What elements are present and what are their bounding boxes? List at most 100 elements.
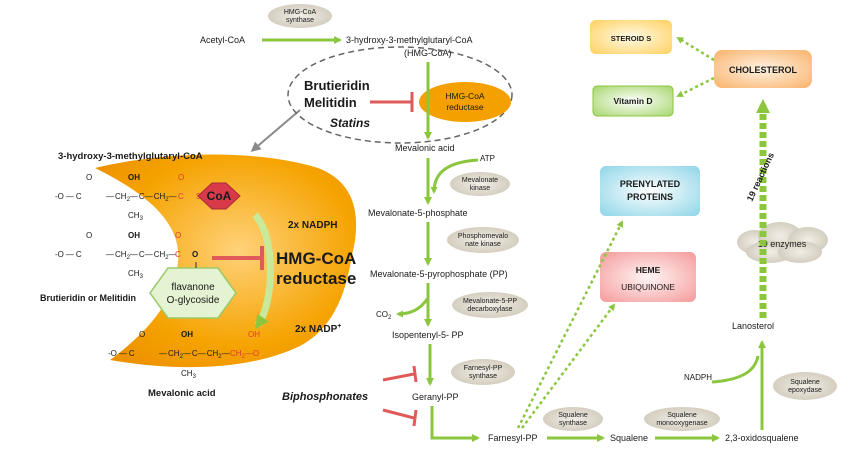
svg-text:O: O (175, 231, 181, 240)
product-cholesterol-label: CHOLESTEROL (729, 65, 798, 75)
flavanone-label-2: O-glycoside (167, 295, 220, 306)
enzyme-mevalonate-kinase (450, 172, 510, 196)
arrow-co2-curve (396, 297, 430, 318)
enzyme-sq-mono-text-1: Squalene (667, 412, 697, 419)
arrow-atp-curve (430, 158, 479, 194)
enzyme-squalene-monooxygenase (644, 407, 720, 431)
svg-text:-O—C: -O—C (108, 349, 135, 358)
two-nadp-label: 2x NADP+ (295, 323, 341, 335)
arrow-fpp-to-prenylated (516, 220, 624, 429)
svg-text:OH: OH (248, 330, 260, 339)
enzyme-hmg-reductase-text-1: HMG-CoA (445, 91, 485, 101)
inhibitor-biphosphonates: Biphosphonates (282, 391, 368, 403)
zoom-pointer-arrow (250, 109, 301, 152)
node-oxidosqualene: 2,3-oxidosqualene (725, 433, 799, 443)
svg-text:CH3: CH3 (128, 269, 144, 280)
svg-text:O: O (192, 250, 198, 259)
bp-inhibit-line-1 (382, 372, 415, 382)
enzyme-decarboxylase (452, 292, 528, 318)
enzyme-squalene-epoxydase (773, 372, 837, 400)
node-mevalonate-5p: Mevalonate-5-phosphate (368, 208, 468, 218)
two-nadph-label: 2x NADPH (288, 220, 337, 231)
svg-text:OH: OH (181, 330, 193, 339)
enzyme-phosphomev-text-1: Phosphomevalo (458, 233, 508, 240)
hmg-coa-big: HMG-CoA (276, 249, 356, 268)
zoom-panel: 3-hydroxy-3-methylglutaryl-CoA -O—C O —C… (40, 151, 356, 399)
svg-text:O: O (178, 173, 184, 182)
node-hmg-coa-2: (HMG-CoA) (404, 48, 452, 58)
node-mevalonate-5pp: Mevalonate-5-pyrophosphate (PP) (370, 269, 508, 279)
zoom-mevalonic-label: Mevalonic acid (148, 388, 216, 399)
molecule-brutieridin: -O—C O —CH2—C—CH2— OH CH3 C O O (55, 231, 198, 280)
orange-reductase-shape (95, 154, 357, 368)
product-ubiquinone-label: UBIQUINONE (621, 282, 675, 292)
enzyme-sq-epox-text-2: epoxydase (788, 387, 822, 394)
product-prenylated-label-1: PRENYLATED (620, 179, 681, 189)
node-acetyl-coa: Acetyl-CoA (200, 35, 245, 45)
zoom-title: 3-hydroxy-3-methylglutaryl-CoA (58, 151, 203, 162)
product-prenylated (600, 166, 700, 216)
coa-hexagon (197, 182, 241, 210)
node-hmg-coa-1: 3-hydroxy-3-methylglutaryl-CoA (346, 35, 473, 45)
bp-inhibit-line-2 (382, 408, 415, 420)
svg-text:OH: OH (128, 173, 140, 182)
product-vitamin-d (592, 85, 674, 117)
bp-inhibit-bar-1 (412, 365, 418, 383)
molecule-mevalonic: -O—C O —CH2—C—CH2— OH CH3 CH2—O OH (108, 330, 260, 380)
product-steroids-label: STEROID S (611, 34, 651, 43)
enzyme-fpp-synth-text-2: synthase (469, 373, 497, 380)
enzyme-mev-kinase-text-1: Mevalonate (462, 177, 498, 184)
node-geranyl-pp: Geranyl-PP (412, 392, 459, 402)
reductase-big: reductase (276, 269, 356, 288)
enzyme-phosphomevalonate-kinase (447, 227, 519, 253)
product-vitamin-d-label: Vitamin D (613, 96, 652, 106)
enzyme-sq-synth-text-1: Squalene (558, 412, 588, 419)
enzyme-sq-epox-text-1: Squalene (790, 379, 820, 386)
inhibitor-brutieridin: Brutieridin (304, 78, 370, 93)
product-heme (600, 252, 696, 302)
product-steroids (590, 20, 672, 54)
arrow-chol-to-vitd (676, 76, 715, 98)
svg-text:CH3: CH3 (128, 211, 144, 222)
cofactor-atp: ATP (480, 154, 495, 163)
brut-or-mel-label: Brutieridin or Melitidin (40, 293, 136, 303)
coa-label: CoA (207, 189, 232, 203)
flavanone-label-1: flavanone (171, 282, 215, 293)
statins-region-ellipse (287, 46, 513, 144)
svg-text:O: O (86, 173, 92, 182)
enzyme-fpp-synth-text-1: Farnesyl-PP (464, 365, 503, 372)
inhibitor-statins: Statins (330, 116, 370, 130)
enzyme-decarb-text-1: Mevalonate-5-PP (463, 298, 517, 305)
arrow-nadph-curve (711, 355, 760, 384)
cofactor-co2: CO2 (376, 310, 392, 321)
main-pathway: HMG-CoA synthase Acetyl-CoA 3-hydroxy-3-… (200, 4, 837, 443)
svg-text:OH: OH (128, 231, 140, 240)
enzyme-hmg-synthase-text-2: synthase (286, 17, 314, 24)
arrow-gpp-to-fpp (430, 406, 480, 442)
enzyme-squalene-synthase (543, 407, 603, 431)
enzyme-hmg-synthase-text-1: HMG-CoA (284, 9, 317, 16)
svg-text:C: C (178, 192, 184, 201)
node-mevalonic: Mevalonic acid (395, 143, 455, 153)
label-19-enzymes: 19 enzymes (758, 239, 807, 249)
svg-text:O: O (139, 330, 145, 339)
svg-text:-O—C: -O—C (55, 250, 82, 259)
node-farnesyl-pp: Farnesyl-PP (488, 433, 538, 443)
product-prenylated-label-2: PROTEINS (627, 192, 673, 202)
enzyme-phosphomev-text-2: nate kinase (465, 241, 501, 248)
enzyme-sq-synth-text-2: synthase (559, 420, 587, 427)
bp-inhibit-bar-2 (412, 409, 418, 427)
product-cholesterol (714, 50, 812, 88)
flavanone-hexagon (149, 267, 237, 319)
molecule-hmg-coa: -O—C O —CH2—C—CH2— OH CH3 C O S (55, 173, 201, 222)
svg-text:—CH2—C—CH2—: —CH2—C—CH2— (106, 250, 177, 261)
product-heme-label: HEME (636, 265, 661, 275)
svg-text:-O—C: -O—C (55, 192, 82, 201)
arrow-chol-to-steroids (676, 36, 715, 62)
enzyme-hmg-synthase (268, 4, 332, 28)
enzyme-hmg-reductase (419, 82, 511, 122)
arrow-fpp-to-heme (520, 303, 616, 429)
svg-text:CH3: CH3 (181, 369, 197, 380)
